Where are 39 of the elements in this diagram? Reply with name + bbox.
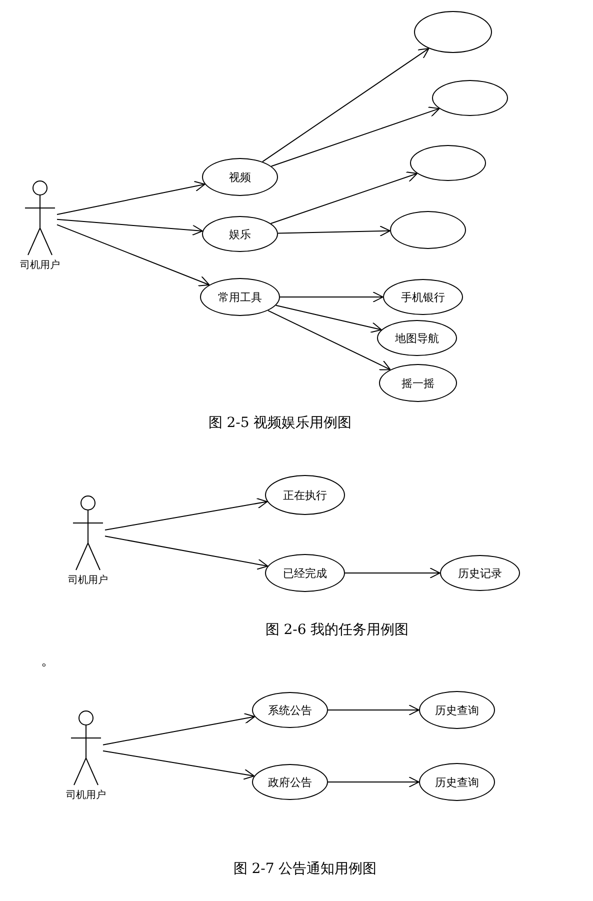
figure-caption: 图 2-5 视频娱乐用例图 [208, 414, 352, 432]
association-arrow [56, 180, 206, 216]
use-case-ellipse: 地图导航 [377, 320, 457, 356]
use-case-ellipse [410, 145, 486, 181]
use-case-ellipse: 视频 [202, 158, 278, 196]
use-case-ellipse: 已经完成 [265, 554, 345, 592]
use-case-ellipse: 摇一摇 [379, 364, 457, 402]
use-case-ellipse: 娱乐 [202, 216, 278, 252]
use-case-ellipse: 历史记录 [440, 555, 520, 591]
association-arrow [104, 536, 268, 570]
use-case-ellipse: 常用工具 [200, 278, 280, 316]
association-arrow [102, 713, 256, 746]
association-arrow [270, 172, 418, 224]
use-case-ellipse: 手机银行 [383, 279, 463, 315]
actor-label: 司机用户 [65, 788, 107, 802]
use-case-ellipse: 历史查询 [419, 763, 495, 801]
association-arrow [277, 226, 391, 237]
actor-label: 司机用户 [19, 258, 61, 272]
association-arrow [262, 48, 430, 162]
note-text: 。 [41, 652, 55, 670]
use-case-ellipse: 历史查询 [419, 691, 495, 729]
association-arrow [268, 310, 391, 370]
association-arrow [344, 568, 440, 578]
association-arrow [56, 224, 210, 286]
use-case-ellipse [432, 80, 508, 116]
association-arrow [328, 776, 420, 788]
association-arrow [104, 498, 268, 531]
association-arrow [328, 704, 420, 716]
association-arrow [102, 750, 255, 780]
use-case-ellipse: 系统公告 [252, 692, 328, 728]
use-case-ellipse: 政府公告 [252, 764, 328, 800]
figure-caption: 图 2-6 我的任务用例图 [265, 621, 409, 639]
actor-label: 司机用户 [67, 574, 109, 587]
association-arrow [275, 304, 382, 333]
association-arrow [270, 106, 440, 167]
association-arrow [56, 218, 204, 236]
association-arrow [280, 292, 384, 302]
figure-caption: 图 2-7 公告通知用例图 [233, 860, 377, 878]
use-case-ellipse: 正在执行 [265, 475, 345, 515]
